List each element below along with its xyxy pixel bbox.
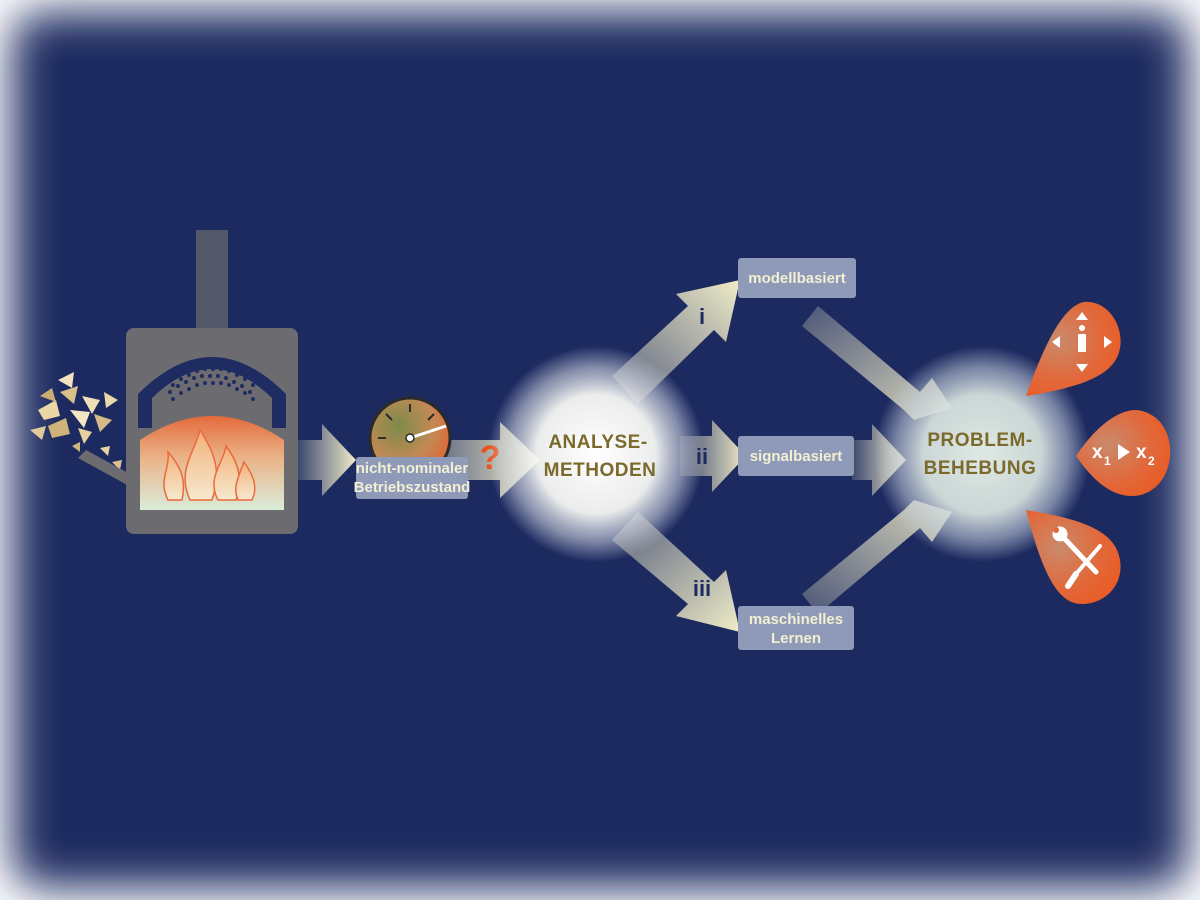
vent-hole xyxy=(176,370,180,374)
vent-hole xyxy=(224,376,228,380)
furnace xyxy=(126,328,298,534)
vent-hole xyxy=(192,362,196,366)
vent-hole xyxy=(232,366,236,370)
vent-hole xyxy=(251,383,255,387)
vent-hole xyxy=(187,387,191,391)
parameter-x1: x xyxy=(1092,442,1103,463)
method-box-ml xyxy=(738,606,854,650)
vent-hole xyxy=(168,390,172,394)
vent-hole xyxy=(195,383,199,387)
method-box-signal xyxy=(738,436,854,476)
vent-hole xyxy=(216,360,220,364)
vent-hole xyxy=(235,387,239,391)
vent-hole xyxy=(227,383,231,387)
vent-hole xyxy=(208,360,212,364)
vent-hole xyxy=(171,383,175,387)
vent-hole xyxy=(224,362,228,366)
arrow-right-icon xyxy=(1118,444,1130,460)
state-label-line2: Betriebszustand xyxy=(354,479,471,496)
vent-hole xyxy=(184,380,188,384)
solution-label-line2: BEHEBUNG xyxy=(924,458,1037,479)
vent-hole xyxy=(168,376,172,380)
method-signal-label: signalbasiert xyxy=(750,448,843,465)
vent-hole xyxy=(211,367,215,371)
vent-holes xyxy=(168,360,255,401)
vent-hole xyxy=(200,360,204,364)
method-model-label: modellbasiert xyxy=(748,270,846,287)
vent-hole xyxy=(243,377,247,381)
vent-hole xyxy=(216,374,220,378)
solution-label-line1: PROBLEM- xyxy=(927,430,1032,451)
analysis-label-line1: ANALYSE- xyxy=(548,432,647,453)
vent-hole xyxy=(184,366,188,370)
wrench-screwdriver-icon xyxy=(1052,526,1102,589)
solution-glow xyxy=(874,346,1090,562)
state-label-line1: nicht-nominaler xyxy=(356,460,469,477)
vent-hole xyxy=(203,367,207,371)
vent-hole xyxy=(187,373,191,377)
vent-hole xyxy=(203,381,207,385)
outcome-info-drop xyxy=(1026,301,1121,396)
parameter-sub1: 1 xyxy=(1104,454,1111,468)
parameter-x2: x xyxy=(1136,442,1147,463)
vent-hole xyxy=(171,397,175,401)
parameter-sub2: 2 xyxy=(1148,454,1155,468)
vent-hole xyxy=(176,384,180,388)
vent-hole xyxy=(232,380,236,384)
arrow-to-state xyxy=(298,424,356,496)
vent-hole xyxy=(219,381,223,385)
info-icon xyxy=(1052,312,1112,372)
vent-hole xyxy=(248,390,252,394)
method-numeral-iii: iii xyxy=(693,576,711,601)
vent-hole xyxy=(192,376,196,380)
state-box xyxy=(356,457,468,499)
vent-hole xyxy=(251,397,255,401)
vent-hole xyxy=(235,373,239,377)
vent-hole xyxy=(200,374,204,378)
method-numeral-i: i xyxy=(699,304,705,329)
vent-hole xyxy=(227,369,231,373)
method-ml-label-line1: maschinelles xyxy=(749,611,843,628)
outcome-repair-drop xyxy=(1026,510,1121,604)
flame-icon xyxy=(163,428,256,501)
method-numeral-ii: ii xyxy=(696,444,708,469)
vent-hole xyxy=(240,384,244,388)
wood-chips-icon xyxy=(30,372,122,470)
vent-hole xyxy=(219,367,223,371)
vent-hole xyxy=(208,374,212,378)
vent-hole xyxy=(243,391,247,395)
chimney xyxy=(196,230,228,330)
vent-hole xyxy=(211,381,215,385)
vent-hole xyxy=(248,376,252,380)
vent-hole xyxy=(179,391,183,395)
method-box-model xyxy=(738,258,856,298)
method-ml-label-line2: Lernen xyxy=(771,630,821,647)
vent-hole xyxy=(179,377,183,381)
vent-hole xyxy=(240,370,244,374)
vent-hole xyxy=(195,369,199,373)
outcome-parameter-drop: x 1 x 2 xyxy=(1076,410,1171,496)
analysis-label-line2: METHODEN xyxy=(544,460,657,481)
analysis-glow xyxy=(488,346,704,562)
